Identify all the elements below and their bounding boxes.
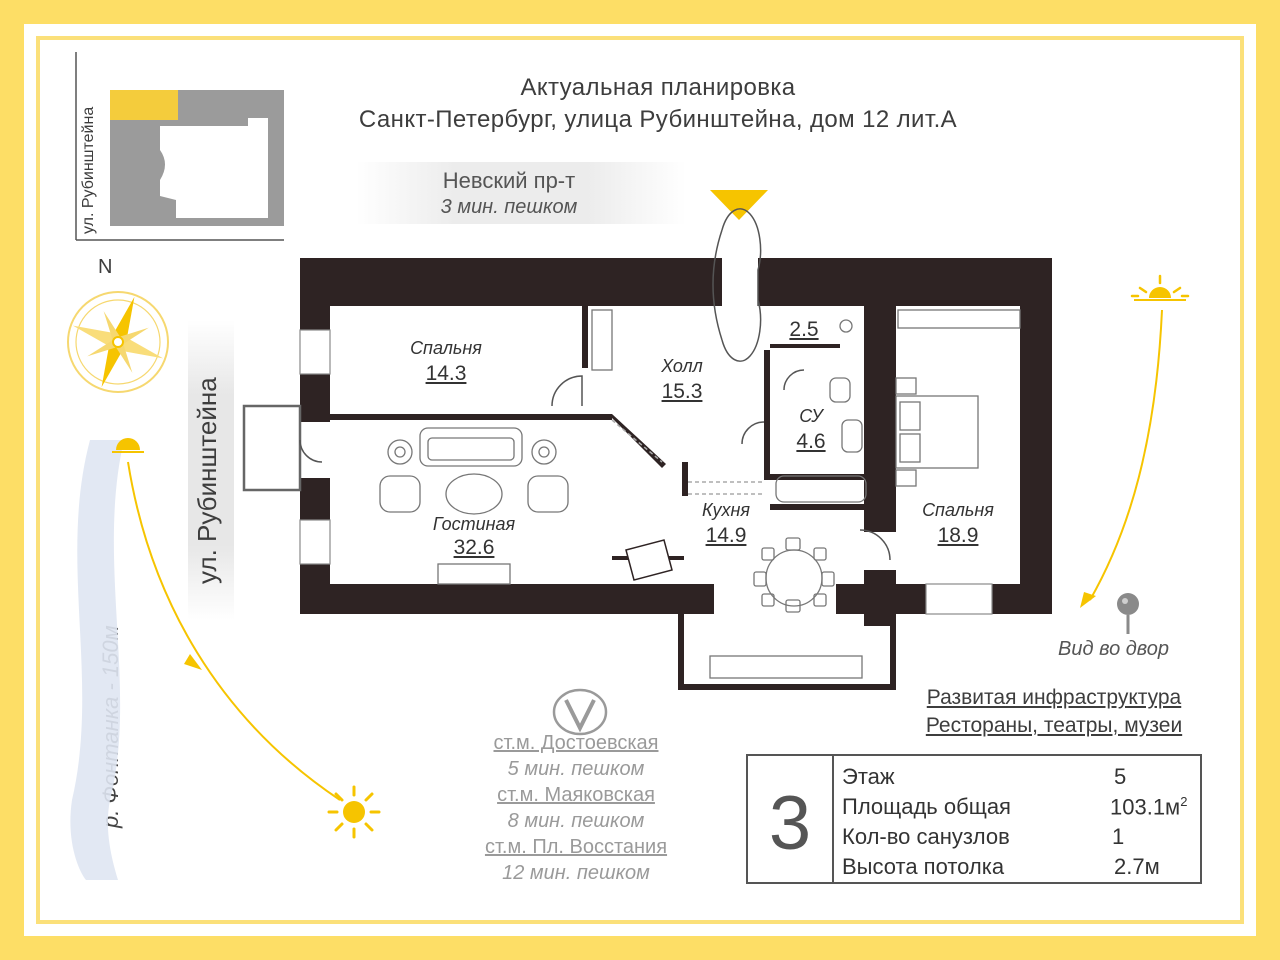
inner-frame	[36, 36, 1244, 924]
room-name-bathroom: СУ	[799, 406, 823, 426]
sunrise-icon	[1130, 274, 1190, 301]
room-area-bathroom: 4.6	[796, 430, 826, 453]
plan-title: Актуальная планировка	[520, 74, 796, 101]
compass-north-label: N	[98, 256, 113, 278]
ceiling-value: 2.7м	[1114, 854, 1160, 879]
room-name-bedroom2: Спальня	[922, 500, 994, 520]
room-area-kitchen: 14.9	[705, 524, 747, 547]
floor-label: Этаж	[842, 764, 895, 789]
metro-walk-2: 8 мин. пешком	[507, 810, 645, 832]
furniture	[379, 309, 1021, 679]
nevsky-walk: 3 мин. пешком	[440, 196, 578, 218]
room-name-bedroom1: Спальня	[410, 338, 482, 358]
metro-walk-3: 12 мин. пешком	[502, 862, 650, 884]
plan-address: Санкт-Петербург, улица Рубинштейна, дом …	[358, 106, 958, 133]
bathrooms-label: Кол-во санузлов	[842, 824, 1010, 849]
area-label: Площадь общая	[842, 794, 1011, 819]
infra-line1: Развитая инфраструктура	[926, 686, 1182, 709]
room-area-hall: 15.3	[661, 380, 703, 403]
infra-line2: Рестораны, театры, музеи	[925, 714, 1183, 737]
specs-table: 3 Этаж 5 Площадь общая 103.1м2 Кол-во са…	[746, 754, 1202, 884]
openings	[611, 419, 764, 495]
metro-walk-1: 5 мин. пешком	[507, 758, 645, 780]
area-value: 103.1м	[1110, 794, 1181, 820]
nevsky-band	[356, 162, 686, 224]
specs-divider	[832, 756, 834, 882]
bathrooms-value: 1	[1112, 824, 1125, 849]
floor-value: 5	[1114, 764, 1127, 789]
room-area-living: 32.6	[453, 536, 495, 559]
view-pin-icon	[1117, 593, 1139, 634]
room-area-wc: 2.5	[789, 318, 819, 341]
room-area-bedroom1: 14.3	[425, 362, 467, 385]
metro-logo-icon	[552, 688, 608, 736]
area-value-wrap: 103.1м2	[1110, 794, 1187, 820]
room-area-bedroom2: 18.9	[937, 524, 979, 547]
sun-path-left	[127, 461, 341, 801]
mini-map	[75, 52, 284, 241]
sun-path-arrow-right	[1080, 592, 1096, 608]
room-name-living: Гостиная	[432, 514, 516, 534]
compass-rose	[67, 291, 169, 393]
sun-path-right	[1089, 309, 1163, 601]
sun-path-arrow-left	[184, 654, 202, 670]
floor-plan	[300, 258, 1052, 690]
doors	[299, 208, 891, 561]
river-shape	[70, 440, 124, 880]
street-band	[188, 320, 234, 620]
area-unit-sup: 2	[1180, 794, 1188, 809]
nevsky-name: Невский пр-т	[442, 168, 576, 193]
room-name-kitchen: Кухня	[702, 500, 750, 520]
metro-station-2: ст.м. Маяковская	[497, 784, 655, 806]
metro-station-1: ст.м. Достоевская	[493, 732, 659, 754]
metro-station-3: ст.м. Пл. Восстания	[484, 836, 668, 858]
rooms-count: 3	[768, 781, 812, 866]
view-label: Вид во двор	[1058, 638, 1170, 660]
windows	[242, 329, 993, 615]
room-name-hall: Холл	[661, 356, 703, 376]
ceiling-label: Высота потолка	[842, 854, 1005, 879]
sun-icon	[327, 785, 381, 839]
sunset-icon	[112, 438, 144, 453]
entrance-marker-icon	[710, 190, 768, 220]
